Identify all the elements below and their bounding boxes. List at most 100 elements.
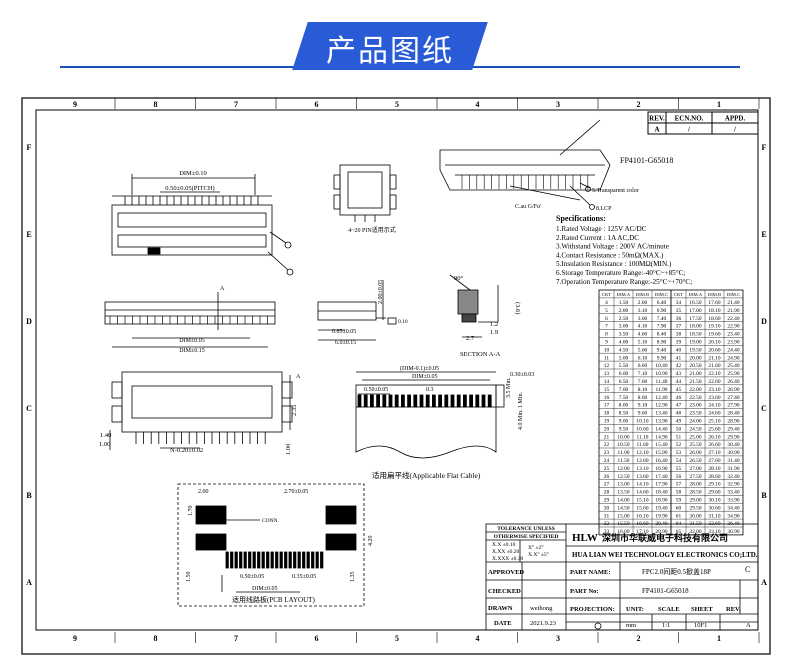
pcb-pad (266, 551, 270, 569)
table-cell: 17.10 (636, 529, 648, 535)
dim-top-overall: DIM±0.10 (179, 170, 207, 177)
front-view (104, 292, 276, 348)
cable-conductor (475, 394, 480, 408)
dim-top-pitch: 0.50±0.05(PITCH) (165, 185, 214, 192)
table-cell: 13.90 (655, 419, 667, 425)
dim-side-height: 2.00±0.05 (378, 280, 384, 304)
rev-header-rev: REV. (649, 115, 665, 123)
cable-conductor (487, 394, 492, 408)
table-cell: 28.90 (727, 419, 739, 425)
table-cell: 3.50 (619, 332, 629, 338)
table-cell: 7.00 (619, 387, 629, 393)
table-cell: 20.60 (708, 347, 720, 353)
pcb-pad (257, 551, 261, 569)
table-cell: 18.40 (655, 490, 667, 496)
pcb-pad (297, 551, 301, 569)
table-cell: 41 (676, 355, 682, 361)
pcb-pad (261, 551, 265, 569)
rev-header-ecn: ECN.NO. (675, 115, 704, 123)
table-cell: 21.10 (708, 355, 720, 361)
table-cell: 10.40 (655, 363, 667, 369)
spec-item: 4.Contact Resistance : 50mΩ(MAX.) (556, 251, 664, 259)
table-cell: 11 (604, 355, 609, 361)
table-cell: 17.40 (655, 474, 667, 480)
cable-conductor (382, 394, 387, 408)
pcb-pad (302, 551, 306, 569)
table-cell: 19.90 (655, 513, 667, 519)
table-cell: 42 (676, 363, 682, 369)
grid-col-label: 8 (154, 100, 158, 109)
table-cell: 23.40 (727, 332, 739, 338)
table-cell: 14.50 (617, 505, 629, 511)
table-cell: 16.40 (655, 458, 667, 464)
table-cell: 30.40 (727, 442, 739, 448)
table-cell: 33.40 (727, 490, 739, 496)
table-cell: 24.60 (708, 411, 720, 417)
cable-conductor (431, 394, 436, 408)
table-cell: 11.60 (637, 442, 649, 448)
table-cell: 18 (604, 411, 610, 417)
outer-border (21, 97, 771, 655)
table-cell: 12.60 (636, 458, 648, 464)
table-cell: 23.00 (689, 403, 701, 409)
cable-conductor (462, 394, 467, 408)
grid-row-label: D (761, 317, 767, 326)
table-cell: 19.60 (708, 332, 720, 338)
table-cell: 1.50 (619, 300, 629, 306)
table-cell: 12.90 (655, 403, 667, 409)
table-cell: 26.50 (689, 458, 701, 464)
table-cell: 6.00 (619, 371, 629, 377)
iso-part-number: FP4101-G65018 (620, 156, 673, 165)
pcb-pad (320, 551, 324, 569)
table-cell: 13.60 (636, 474, 648, 480)
table-cell: 4.50 (619, 347, 629, 353)
tol-2: X.XX ±0.20 (492, 549, 520, 555)
table-cell: 28.50 (689, 490, 701, 496)
spec-item: 1.Rated Voltage : 125V AC/DC (556, 225, 647, 233)
table-cell: 10 (604, 347, 610, 353)
table-cell: 2.00 (619, 308, 629, 314)
callout-plating: C.au G/Fu' (515, 204, 541, 210)
table-cell: 30.60 (708, 505, 720, 511)
table-cell: 15.60 (636, 505, 648, 511)
scale-label: SCALE (658, 606, 680, 613)
table-cell: 13.50 (617, 490, 629, 496)
rev-value-appd: / (733, 126, 737, 134)
spec-item: 3.Withstand Voltage : 200V AC/minute (556, 243, 669, 251)
rev-header-appd: APPD. (725, 115, 746, 123)
cable-conductor (413, 394, 418, 408)
bottom-view (109, 371, 293, 450)
table-cell: 35 (676, 308, 682, 314)
pcb-dim-a: 2.00 (198, 489, 209, 495)
grid-row-label: C (761, 404, 767, 413)
callout-lcp: 8.LCP (596, 206, 612, 212)
table-cell: 33.90 (727, 498, 739, 504)
cable-conductor (469, 394, 474, 408)
table-cell: 13.40 (655, 411, 667, 417)
table-cell: 21.90 (727, 308, 739, 314)
table-cell: 20.00 (689, 355, 701, 361)
cable-conductor (481, 394, 486, 408)
table-cell: 4.60 (638, 332, 648, 338)
table-cell: 22.90 (727, 324, 739, 330)
table-cell: 31 (604, 513, 610, 519)
table-cell: 16.00 (617, 529, 629, 535)
grid-row-label: D (26, 317, 32, 326)
pcb-pad (243, 551, 247, 569)
grid-col-label: 6 (315, 100, 319, 109)
table-cell: 53 (676, 450, 682, 456)
table-cell: 6 (605, 316, 608, 322)
spec-item: 2.Rated Current : 1A AC,DC (556, 234, 639, 242)
table-cell: 6.50 (619, 379, 629, 385)
table-cell: 21.40 (727, 300, 739, 306)
tol-3: X.XXX ±0.30 (492, 556, 524, 562)
table-cell: 27 (604, 482, 610, 488)
specifications: Specifications: 1.Rated Voltage : 125V A… (556, 214, 692, 286)
date-label: DATE (494, 620, 512, 627)
cable-h3: 1 Min. (518, 391, 524, 408)
section-title: SECTION A-A (460, 351, 501, 358)
table-cell: 17.60 (708, 300, 720, 306)
section-mark-a-top: A (220, 286, 225, 292)
table-cell: 8.00 (619, 403, 629, 409)
